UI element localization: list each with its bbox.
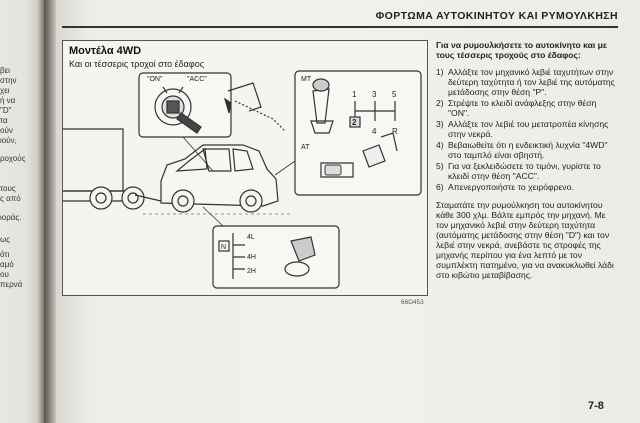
callout-line (182, 136, 214, 172)
step-item: 3) Αλλάξτε τον λεβιέ του μετατροπέα κίνησ… (436, 119, 620, 139)
left-page-fragment: τους (0, 184, 16, 193)
step-item: 5) Για να ξεκλειδώσετε το τιμόνι, γυρίστε… (436, 161, 620, 181)
step-text: Για να ξεκλειδώσετε το τιμόνι, γυρίστε τ… (448, 161, 601, 181)
transfer-4l-label: 4L (247, 234, 255, 241)
figure-title: Μοντέλα 4WD (69, 45, 142, 57)
figure-subtitle: Και οι τέσσερις τροχοί στο έδαφος (69, 59, 205, 69)
left-page-fragment: αμό (0, 260, 14, 269)
tow-bar (134, 194, 162, 202)
page-number: 7-8 (588, 400, 604, 412)
gear-label: 5 (392, 90, 397, 99)
figure-code: 66D453 (401, 299, 424, 306)
step-number: 2) (436, 98, 444, 108)
left-page-fragment: ιούν, (0, 136, 17, 145)
instructions-column: Για να ρυμουλκήσετε το αυτοκίνητο και με… (436, 40, 620, 280)
step-text: Αλλάξτε τον μηχανικό λεβιέ ταχυτήτων στη… (448, 67, 615, 97)
left-page-fragment: ότι (0, 250, 10, 259)
transfer-4h-label: 4H (247, 254, 256, 261)
gear-lever-panel (294, 70, 422, 196)
left-page-fragment: βει (0, 66, 10, 75)
towing-illustration: "ON" "ACC" MT AT 1 3 5 2 4 R N 4L 4H 2H … (62, 40, 428, 296)
left-page-fragment: ή να (0, 96, 16, 105)
gear-label: R (392, 127, 398, 136)
left-page-fragment: ου (0, 270, 9, 279)
step-item: 6) Απενεργοποιήστε το χειρόφρενο. (436, 182, 620, 192)
illustration-drawing: "ON" "ACC" MT AT 1 3 5 2 4 R N 4L 4H 2H (63, 70, 422, 289)
step-item: 2) Στρέψτε το κλειδί ανάφλεξης στην θέση … (436, 98, 620, 118)
left-page-edge: βει στην χει ή να "D" τα ούν ιούν, ροχού… (0, 0, 44, 423)
gear-label: 3 (372, 90, 377, 99)
left-page-fragment: στην (0, 76, 17, 85)
hand-brake-sketch (223, 82, 286, 132)
callout-line-2 (274, 160, 296, 176)
left-page-fragment: ιοράς. (0, 213, 22, 222)
transfer-n-label: N (221, 244, 226, 251)
step-text: Απενεργοποιήστε το χειρόφρενο. (448, 182, 574, 192)
step-number: 4) (436, 140, 444, 150)
step-item: 4) Βεβαιωθείτε ότι η ενδεικτική λυχνία "4… (436, 140, 620, 160)
step-number: 1) (436, 67, 444, 77)
transfer-2h-label: 2H (247, 268, 256, 275)
instructions-intro: Για να ρυμουλκήσετε το αυτοκίνητο και με… (436, 40, 608, 60)
at-label: AT (301, 144, 310, 151)
section-title: ΦΟΡΤΩΜΑ ΑΥΤΟΚΙΝΗΤΟΥ ΚΑΙ ΡΥΜΟΥΛΚΗΣΗ (375, 10, 618, 22)
left-page-fragment: ούν (0, 126, 13, 135)
step-text: Αλλάξτε τον λεβιέ του μετατροπέα κίνησης… (448, 119, 609, 139)
steps-list: 1) Αλλάξτε τον μηχανικό λεβιέ ταχυτήτων σ… (436, 67, 620, 192)
ignition-key-panel (138, 72, 232, 138)
gear-label-selected: 2 (352, 118, 357, 127)
left-page-fragment: ς από (0, 194, 21, 203)
page-header: ΦΟΡΤΩΜΑ ΑΥΤΟΚΙΝΗΤΟΥ ΚΑΙ ΡΥΜΟΥΛΚΗΣΗ (62, 6, 618, 28)
acc-label: "ACC" (187, 76, 207, 83)
transfer-lever-panel (212, 225, 340, 289)
left-page-fragment: τα (0, 116, 8, 125)
step-number: 6) (436, 182, 444, 192)
left-page-fragment: ως (0, 235, 11, 244)
gear-label: 4 (372, 127, 377, 136)
gear-label: 1 (352, 90, 357, 99)
tow-truck (63, 128, 145, 210)
callout-line-3 (202, 206, 224, 227)
step-item: 1) Αλλάξτε τον μηχανικό λεβιέ ταχυτήτων σ… (436, 67, 620, 97)
maintenance-paragraph: Σταματάτε την ρυμούλκηση του αυτοκίνητου… (436, 200, 614, 280)
step-text: Στρέψτε το κλειδί ανάφλεξης στην θέση "O… (448, 98, 597, 118)
step-text: Βεβαιωθείτε ότι η ενδεικτική λυχνία "4WD… (448, 140, 608, 160)
left-page-fragment: "D" (0, 106, 12, 115)
left-page-fragment: περνά (0, 280, 23, 289)
left-page-fragment: ροχούς (0, 154, 26, 163)
step-number: 5) (436, 161, 444, 171)
book-gutter (44, 0, 56, 423)
on-label: "ON" (147, 76, 163, 83)
left-page-fragment: χει (0, 86, 10, 95)
towed-car (160, 144, 279, 213)
at-shift-lock (324, 164, 342, 176)
manual-page: ΦΟΡΤΩΜΑ ΑΥΤΟΚΙΝΗΤΟΥ ΚΑΙ ΡΥΜΟΥΛΚΗΣΗ (56, 0, 640, 423)
step-number: 3) (436, 119, 444, 129)
mt-label: MT (301, 76, 312, 83)
